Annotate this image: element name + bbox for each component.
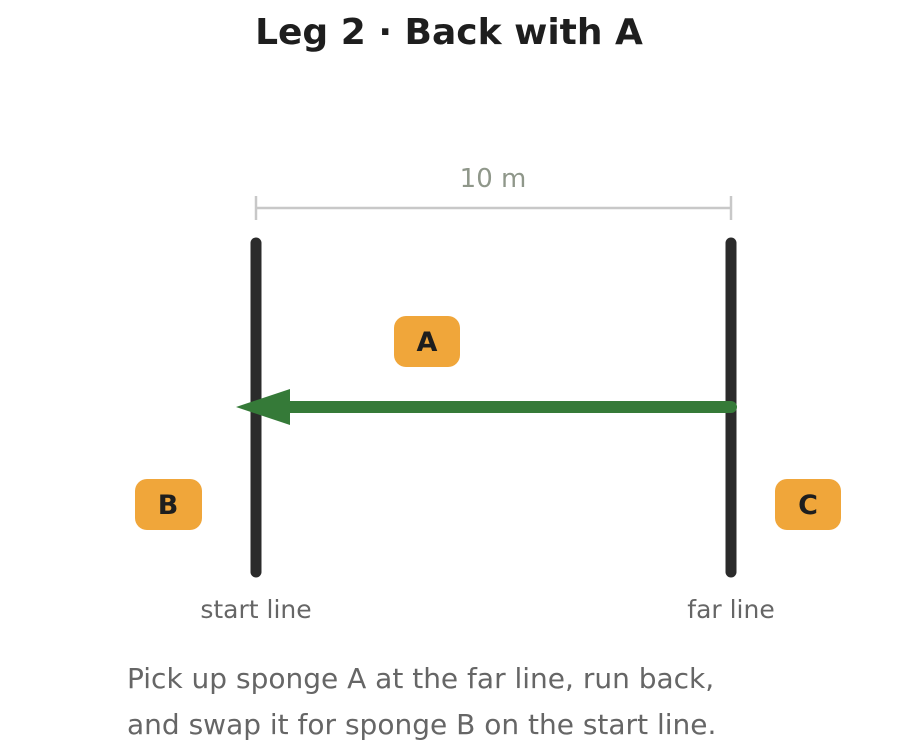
distance-measure: 10 m	[254, 164, 733, 220]
sponge-c: C	[775, 479, 841, 530]
sponge-b-badge	[135, 479, 202, 530]
caption-line-2: and swap it for sponge B on the start li…	[127, 708, 716, 741]
diagram-title: Leg 2 · Back with A	[255, 12, 643, 53]
run-arrow-head	[236, 389, 290, 425]
run-arrow	[236, 389, 737, 425]
caption-line-1: Pick up sponge A at the far line, run ba…	[127, 662, 714, 695]
distance-label: 10 m	[460, 164, 527, 194]
sponge-a-badge	[394, 316, 460, 367]
start-line-label: start line	[200, 595, 311, 624]
sponge-b: B	[135, 479, 202, 530]
sponge-c-badge	[775, 479, 841, 530]
sponge-a: A	[394, 316, 460, 367]
sponge-a-label: A	[417, 327, 438, 358]
sponge-b-label: B	[158, 490, 179, 521]
sponge-c-label: C	[798, 490, 818, 521]
far-line-label: far line	[687, 595, 774, 624]
